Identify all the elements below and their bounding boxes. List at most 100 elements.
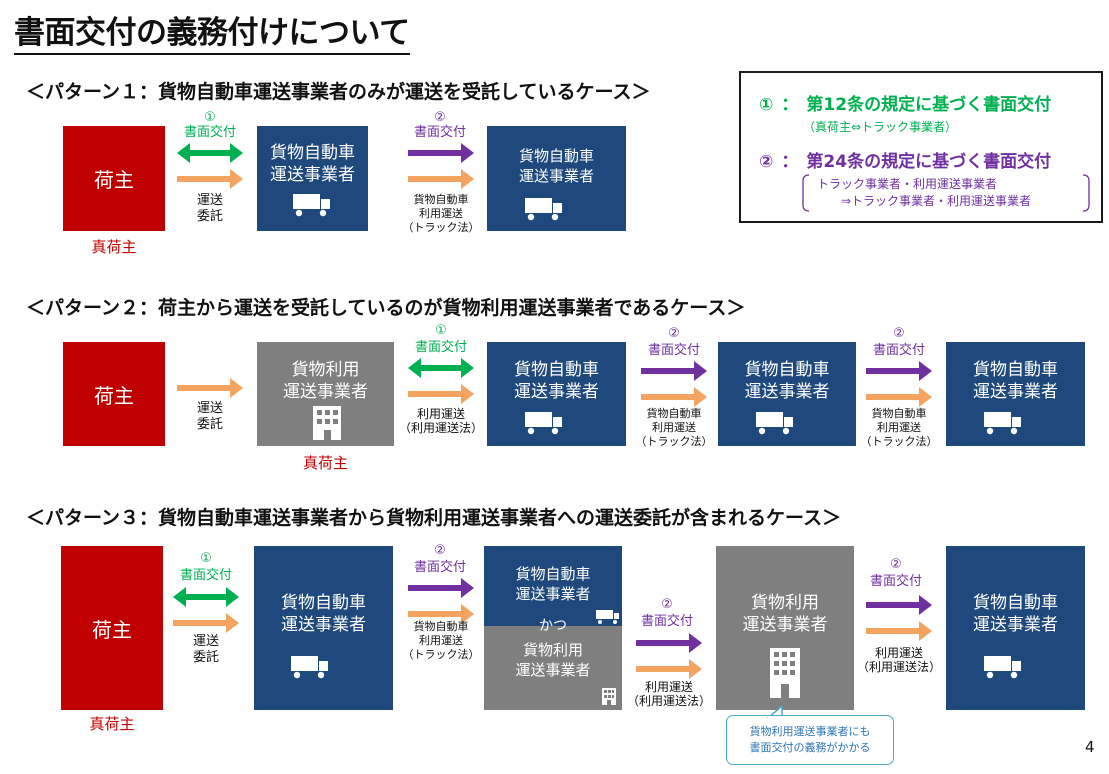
truck-icon <box>756 412 793 435</box>
p3-delivery2a: 書面交付 <box>413 560 466 575</box>
p3-truck-law-a: 貨物自動車利用運送（トラック法） <box>402 620 480 661</box>
pattern3-heading: ＜パターン３：貨物自動車運送事業者から貨物利用運送事業者への運送委託が含まれるケ… <box>26 507 842 529</box>
right-arrow-icon <box>177 378 243 398</box>
p1-motor-box-2: 貨物自動車 運送事業者 <box>487 126 626 231</box>
p1-shipper-box: 荷主 <box>63 126 165 231</box>
p3-arrows-4 <box>866 595 932 641</box>
legend-item-2-sub1: トラック事業者・利用運送事業者 <box>817 177 998 191</box>
p1-arrows-1 <box>177 143 243 189</box>
p2-consign: 運送委託 <box>196 401 223 432</box>
pattern1-heading: ＜パターン１：貨物自動車運送事業者のみが運送を受託しているケース＞ <box>26 81 651 103</box>
page-title: 書面交付の義務付けについて <box>14 14 410 55</box>
double-arrow-icon <box>173 587 239 607</box>
p2-delivery2a: 書面交付 <box>647 343 700 358</box>
p2-num2b: ② <box>893 326 905 341</box>
legend-item-2-sub2: ⇒トラック事業者・利用運送事業者 <box>841 194 1032 208</box>
p2-shipper-label: 荷主 <box>94 383 134 408</box>
p3-num1: ① <box>200 551 212 566</box>
p3-use-law-a: 利用運送（利用運送法） <box>626 680 711 708</box>
p1-delivery1: 書面交付 <box>183 125 236 140</box>
p1-truck-law: 貨物自動車利用運送（トラック法） <box>402 193 480 234</box>
legend-item-1-colon: ： <box>781 95 799 115</box>
p2-motor-box-3: 貨物自動車 運送事業者 <box>946 342 1085 446</box>
p3-shipper-label: 荷主 <box>92 617 132 642</box>
right-arrow-icon <box>866 387 932 407</box>
truck-icon <box>596 610 619 624</box>
legend-item-1-sub: （真荷主⇔トラック事業者） <box>803 120 958 134</box>
p1-arrows-2 <box>408 143 474 189</box>
p2-num2a: ② <box>668 326 680 341</box>
right-arrow-icon <box>177 169 243 189</box>
p3-arrows-1 <box>173 587 239 633</box>
right-arrow-icon <box>408 169 474 189</box>
right-arrow-icon <box>641 361 707 381</box>
legend-item-2-text: 第24条の規定に基づく書面交付 <box>806 152 1052 172</box>
p3-motor-box-1: 貨物自動車 運送事業者 <box>254 546 393 710</box>
right-arrow-icon <box>173 613 239 633</box>
p3-num2c: ② <box>890 557 902 572</box>
p2-delivery2b: 書面交付 <box>872 343 925 358</box>
p3-split-motor-part: 貨物自動車 運送事業者 <box>484 546 622 626</box>
p3-delivery2b: 書面交付 <box>640 614 693 629</box>
p3-use-law-b: 利用運送（利用運送法） <box>856 646 941 674</box>
p2-delivery1: 書面交付 <box>414 340 467 355</box>
double-arrow-icon <box>408 358 474 378</box>
p1-consign: 運送委託 <box>196 193 223 224</box>
right-arrow-icon <box>408 604 474 624</box>
p3-use-box: 貨物利用 運送事業者 <box>716 546 854 710</box>
building-icon <box>770 648 800 698</box>
legend-item-2: ② ： 第24条の規定に基づく書面交付 <box>759 147 1051 172</box>
p3-motor-box-2: 貨物自動車 運送事業者 <box>946 546 1085 710</box>
p2-motor-box-1: 貨物自動車 運送事業者 <box>487 342 626 446</box>
p1-delivery2: 書面交付 <box>413 125 466 140</box>
p2-truck-law-b: 貨物自動車利用運送（トラック法） <box>860 407 938 448</box>
building-icon <box>313 406 341 440</box>
right-arrow-icon <box>408 143 474 163</box>
right-arrow-icon <box>866 361 932 381</box>
double-arrow-icon <box>177 143 243 163</box>
truck-icon <box>984 656 1021 679</box>
legend-item-2-colon: ： <box>781 152 799 172</box>
p2-shipper-box: 荷主 <box>63 342 165 446</box>
p3-arrows-3 <box>636 633 702 679</box>
truck-icon <box>984 412 1021 435</box>
p2-num1: ① <box>435 323 447 338</box>
p2-motor-box-2: 貨物自動車 運送事業者 <box>718 342 856 446</box>
p3-delivery1: 書面交付 <box>179 568 232 583</box>
p3-num2b: ② <box>661 597 673 612</box>
truck-icon <box>293 194 330 217</box>
building-icon <box>602 688 616 705</box>
pattern2-heading: ＜パターン２：荷主から運送を受託しているのが貨物利用運送事業者であるケース＞ <box>26 297 746 319</box>
right-arrow-icon <box>408 384 474 404</box>
p1-motor-box-1: 貨物自動車 運送事業者 <box>257 126 368 231</box>
p2-arrows-2 <box>641 361 707 407</box>
legend-item-2-num: ② <box>759 152 774 172</box>
legend-bracket <box>802 174 1090 212</box>
legend-item-1: ①：第12条の規定に基づく書面交付 <box>759 90 1051 115</box>
p3-arrows-2 <box>408 578 474 624</box>
p3-split-use-part: 貨物利用 運送事業者 <box>484 626 622 710</box>
p1-true-shipper-label: 真荷主 <box>91 238 137 256</box>
p3-and-label: かつ <box>539 618 567 634</box>
right-arrow-icon <box>636 633 702 653</box>
p3-note: 貨物利用運送事業者にも書面交付の義務がかかる <box>726 715 894 765</box>
p2-arrows-1 <box>408 358 474 404</box>
truck-icon <box>291 656 328 679</box>
p2-arrows-3 <box>866 361 932 407</box>
p1-num2: ② <box>434 110 446 125</box>
right-arrow-icon <box>866 595 932 615</box>
p2-arrow-consign <box>177 378 243 398</box>
truck-icon <box>525 198 562 221</box>
p2-use-box: 貨物利用 運送事業者 <box>257 342 394 446</box>
truck-icon <box>525 412 562 435</box>
p3-num2a: ② <box>434 543 446 558</box>
p3-true-shipper-label: 真荷主 <box>89 715 135 733</box>
legend-item-1-num: ① <box>759 95 774 115</box>
right-arrow-icon <box>636 659 702 679</box>
right-arrow-icon <box>866 621 932 641</box>
p3-shipper-box: 荷主 <box>61 546 163 710</box>
page-number: 4 <box>1085 738 1095 756</box>
right-arrow-icon <box>408 578 474 598</box>
p1-num1: ① <box>204 110 216 125</box>
p1-shipper-label: 荷主 <box>94 168 134 192</box>
